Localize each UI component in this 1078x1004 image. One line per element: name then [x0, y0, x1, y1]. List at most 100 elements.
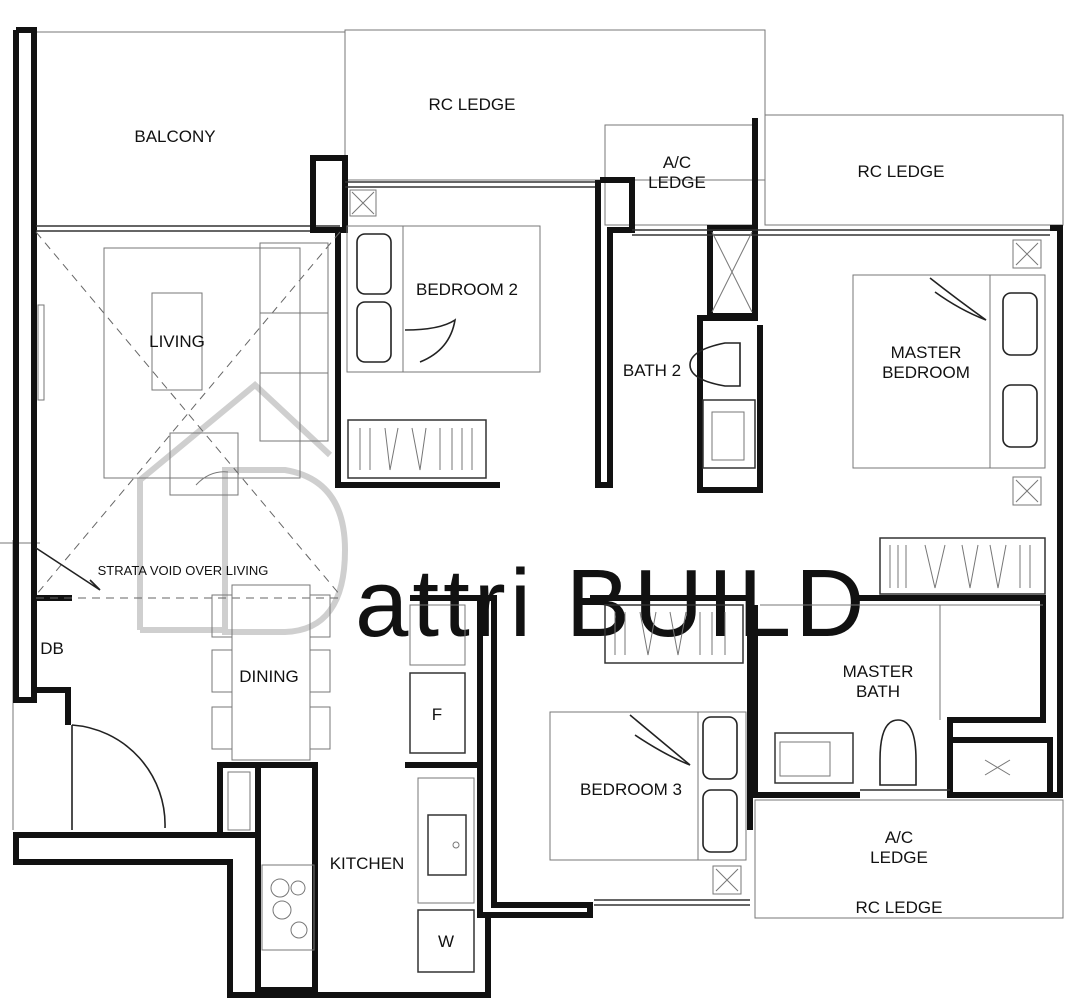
- label-master-bath-2: BATH: [856, 682, 900, 701]
- burner-icon-3: [272, 900, 292, 920]
- toilet-2-icon: [689, 342, 741, 387]
- washer-box: [417, 909, 475, 973]
- living-rug: [103, 247, 301, 479]
- shower-2-icon: [711, 231, 753, 313]
- rc-ledge-top-outline: [344, 29, 766, 181]
- bed-3: [549, 711, 747, 861]
- chair-right-3: [309, 706, 331, 750]
- master-bed-sheet-fold: [929, 277, 987, 321]
- label-rc-ledge-top: RC LEDGE: [429, 95, 516, 114]
- master-shower: [947, 737, 1053, 798]
- walls: [13, 27, 1063, 998]
- kitchen-counter: [417, 777, 475, 904]
- chair-left-3: [211, 706, 233, 750]
- ac-unit-3-icon: [715, 868, 739, 892]
- label-master-bedroom-1: MASTER: [891, 343, 962, 362]
- basin-2-icon: [711, 411, 745, 461]
- chair-left-1: [211, 594, 233, 638]
- ac-unit-master-2: [1012, 476, 1042, 506]
- pillow-icon-2: [356, 301, 392, 363]
- ac-unit-2-icon: [351, 191, 375, 215]
- ac-unit-master-1: [1012, 239, 1042, 269]
- label-master-bedroom-2: BEDROOM: [882, 363, 970, 382]
- wardrobe-3: [604, 604, 744, 664]
- ac-unit-3: [712, 865, 742, 895]
- basin-2-box: [702, 399, 756, 469]
- label-master-bath-1: MASTER: [843, 662, 914, 681]
- kitchen-cabinet: [409, 604, 466, 666]
- db-bottom-wall: [34, 687, 71, 725]
- label-db: DB: [40, 639, 64, 658]
- kitchen-sink-icon: [427, 814, 467, 876]
- label-washer: W: [438, 932, 454, 951]
- bath2-right-wall-2: [700, 325, 763, 493]
- void-arrow-icon: [35, 547, 101, 591]
- label-bedroom-3: BEDROOM 3: [580, 780, 682, 799]
- label-living: LIVING: [149, 332, 205, 351]
- sink-drain-icon: [452, 841, 460, 849]
- label-balcony: BALCONY: [134, 127, 215, 146]
- master-bath-fixtures: [760, 604, 1043, 786]
- ac-unit-2: [349, 189, 377, 217]
- wardrobe-2-hangers: [359, 427, 473, 471]
- master-bath-left-wall: [752, 605, 860, 798]
- label-ac-ledge-bottom-1: A/C: [885, 828, 913, 847]
- bath2-fixtures: [689, 231, 756, 469]
- bed3-pillow-icon-2: [702, 789, 738, 853]
- burner-icon-4: [290, 921, 308, 939]
- wardrobe-2: [347, 419, 487, 479]
- label-bath-2: BATH 2: [623, 361, 681, 380]
- ac-unit-master-1-icon: [1015, 242, 1039, 266]
- fridge-box: [409, 672, 466, 754]
- kitchen-fixtures: [227, 604, 475, 973]
- chair-right-2: [309, 649, 331, 693]
- bed-3-sheet-fold: [629, 714, 691, 766]
- kitchen-column: [217, 762, 261, 838]
- bath2-left-wall: [595, 177, 635, 488]
- bed-2: [346, 225, 541, 373]
- bed-2-sheet-fold: [404, 318, 457, 363]
- master-shower-icon: [984, 759, 1011, 776]
- kitchen-shaft: [227, 771, 251, 831]
- label-kitchen: KITCHEN: [330, 854, 405, 873]
- bed3-pillow-icon-1: [702, 716, 738, 780]
- bedroom2-furniture: [346, 189, 541, 479]
- master-bed: [852, 274, 1046, 469]
- chair-right-1: [309, 594, 331, 638]
- master-pillow-icon-1: [1002, 292, 1038, 356]
- void-diagonal-1: [35, 231, 341, 596]
- label-dining: DINING: [239, 667, 299, 686]
- room-labels: BALCONY RC LEDGE A/C LEDGE RC LEDGE BEDR…: [40, 95, 970, 951]
- watermark-text: attri BUILD: [355, 550, 868, 657]
- left-wall: [13, 27, 37, 703]
- label-rc-ledge-right: RC LEDGE: [858, 162, 945, 181]
- armchair: [169, 432, 239, 496]
- bedroom3-top-wall: [590, 595, 753, 830]
- living-area: [35, 231, 341, 599]
- label-strata-void: STRATA VOID OVER LIVING: [98, 563, 269, 578]
- master-toilet-icon: [879, 719, 917, 786]
- label-bedroom-2: BEDROOM 2: [416, 280, 518, 299]
- door-swing-arc: [71, 724, 166, 829]
- label-ac-ledge-top-1: A/C: [663, 153, 691, 172]
- coffee-table: [151, 292, 203, 391]
- master-pillow-icon-2: [1002, 384, 1038, 448]
- label-ac-ledge-top-2: LEDGE: [648, 173, 706, 192]
- watermark: attri BUILD: [137, 381, 868, 657]
- sofa: [259, 242, 329, 442]
- chair-left-2: [211, 649, 233, 693]
- bedroom2-left-wall: [335, 230, 500, 488]
- master-basin-icon: [779, 741, 831, 777]
- ac-ledge-bottom-outline: [754, 799, 1064, 919]
- wardrobe-3-hangers: [614, 611, 726, 656]
- ac-unit-master-2-icon: [1015, 479, 1039, 503]
- entrance-door[interactable]: [71, 724, 166, 830]
- bedroom3-furniture: [549, 604, 747, 895]
- master-wardrobe-hangers: [889, 544, 1031, 589]
- burner-icon-1: [270, 878, 290, 898]
- master-basin-box: [774, 732, 854, 784]
- master-right-wall: [855, 225, 1063, 798]
- plant-icon: [195, 471, 229, 486]
- hob: [261, 864, 315, 951]
